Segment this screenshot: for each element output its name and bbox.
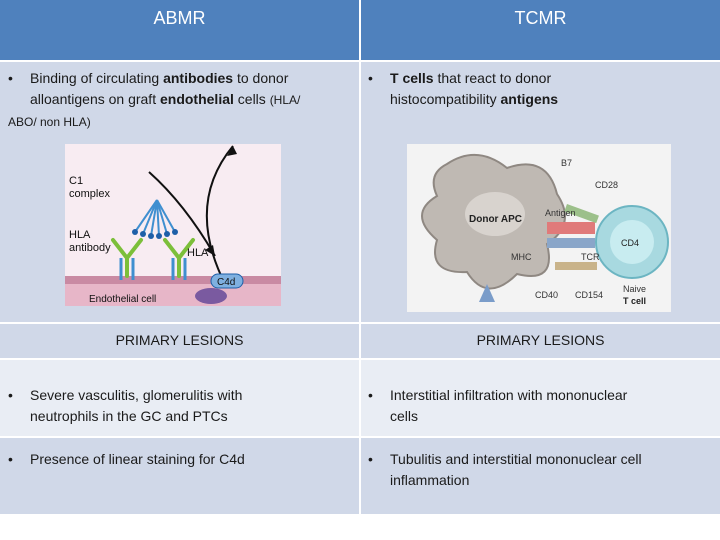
- tcmr-text: histocompatibility: [390, 91, 501, 107]
- tcmr-lesion-2-line1: Tubulitis and interstitial mononuclear c…: [390, 451, 642, 467]
- header-tcmr: TCMR: [361, 0, 720, 60]
- bullet-dot: •: [8, 70, 13, 86]
- label-hla-antibody-2: antibody: [69, 242, 111, 254]
- header-abmr: ABMR: [0, 0, 359, 60]
- lesions-cell-tcmr-1: [361, 360, 720, 436]
- abmr-figure: C1 complex HLA antibody HLA C4d Endothel…: [65, 144, 281, 306]
- label-c4d: C4d: [217, 277, 235, 288]
- abmr-text: to donor: [233, 70, 289, 86]
- label-mhc: MHC: [511, 252, 532, 262]
- lesions-title-tcmr: PRIMARY LESIONS: [476, 332, 605, 348]
- abmr-small-text: ABO/ non HLA): [8, 115, 91, 129]
- tcmr-lesion-2: • Tubulitis and interstitial mononuclear…: [368, 449, 713, 493]
- tcmr-bold-antigens: antigens: [500, 91, 559, 107]
- label-endothelial: Endothelial cell: [89, 294, 156, 305]
- lesions-header-abmr: PRIMARY LESIONS: [0, 324, 359, 358]
- tcmr-lesion-1-line2: cells: [390, 408, 419, 424]
- lesions-title-abmr: PRIMARY LESIONS: [115, 332, 244, 348]
- header-tcmr-title: TCMR: [514, 8, 567, 28]
- lesions-header-tcmr: PRIMARY LESIONS: [361, 324, 720, 358]
- lesions-cell-abmr-1: [0, 360, 359, 436]
- abmr-bold-antibodies: antibodies: [163, 70, 234, 86]
- header-abmr-title: ABMR: [153, 8, 206, 28]
- abmr-small-text: (HLA/: [269, 93, 301, 107]
- tcmr-bold-tcells: T cells: [390, 70, 434, 86]
- abmr-diagram: C1 complex HLA antibody HLA C4d Endothel…: [65, 144, 281, 306]
- label-b7: B7: [561, 158, 572, 168]
- nucleus-shape: [195, 288, 227, 304]
- label-donor-apc: Donor APC: [469, 214, 522, 225]
- label-antigen: Antigen: [545, 208, 576, 218]
- abmr-bullet: • Binding of circulating antibodies to d…: [8, 68, 353, 132]
- abmr-lesion-2: • Presence of linear staining for C4d: [8, 449, 353, 473]
- label-hla: HLA: [187, 247, 209, 259]
- label-cd28: CD28: [595, 180, 618, 190]
- tcmr-text: that react to donor: [433, 70, 552, 86]
- abmr-lesion-1: • Severe vasculitis, glomerulitis with n…: [8, 385, 353, 429]
- tcmr-bullet: • T cells that react to donor histocompa…: [368, 68, 713, 112]
- abmr-lesion-1-line2: neutrophils in the GC and PTCs: [30, 408, 228, 424]
- label-hla-antibody: HLA: [69, 229, 91, 241]
- tcmr-figure: B7 CD28 Donor APC Antigen CD4 MHC TCR CD…: [407, 144, 671, 312]
- label-cd40: CD40: [535, 290, 558, 300]
- bullet-dot: •: [8, 451, 13, 467]
- bullet-dot: •: [368, 70, 373, 86]
- tcmr-lesion-1-line1: Interstitial infiltration with mononucle…: [390, 387, 628, 403]
- label-cd4: CD4: [621, 238, 639, 248]
- label-complex: complex: [69, 188, 110, 200]
- label-cd154: CD154: [575, 290, 603, 300]
- lesions-cell-tcmr-2: [361, 438, 720, 514]
- label-c1: C1: [69, 175, 83, 187]
- abmr-lesion-1-line1: Severe vasculitis, glomerulitis with: [30, 387, 243, 403]
- label-naive: Naive: [623, 284, 646, 294]
- abmr-text: alloantigens on graft: [30, 91, 160, 107]
- tcmr-diagram: B7 CD28 Donor APC Antigen CD4 MHC TCR CD…: [407, 144, 671, 312]
- tcmr-lesion-1: • Interstitial infiltration with mononuc…: [368, 385, 713, 429]
- bullet-dot: •: [8, 387, 13, 403]
- abmr-text: Binding of circulating: [30, 70, 164, 86]
- abmr-text: cells: [233, 91, 270, 107]
- tcmr-lesion-2-line2: inflammation: [390, 472, 470, 488]
- bullet-dot: •: [368, 451, 373, 467]
- abmr-bold-endothelial: endothelial: [159, 91, 234, 107]
- label-tcr: TCR: [581, 252, 600, 262]
- abmr-lesion-2-line1: Presence of linear staining for C4d: [30, 451, 245, 467]
- bullet-dot: •: [368, 387, 373, 403]
- label-tcell: T cell: [623, 296, 646, 306]
- lesions-cell-abmr-2: [0, 438, 359, 514]
